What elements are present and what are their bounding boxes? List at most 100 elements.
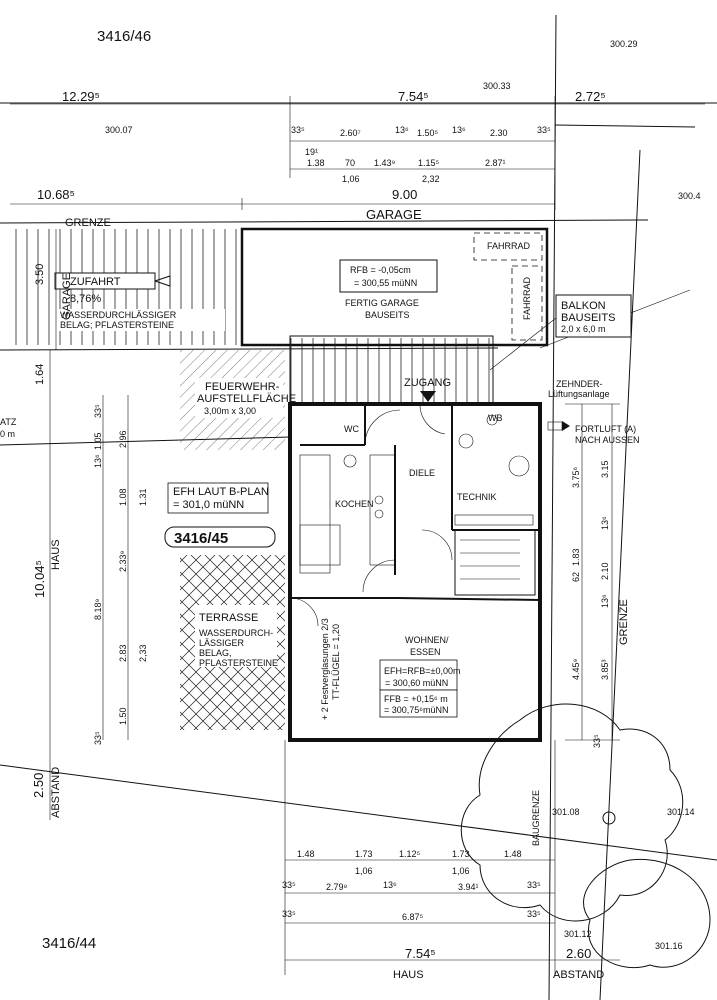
dim-right-210: 2.10	[600, 562, 610, 580]
dim-b4-2: 33⁵	[527, 909, 541, 919]
dim-top-a: 12.29⁵	[62, 89, 100, 104]
dim-top-b: 7.54⁵	[398, 89, 429, 104]
dim-b1-3: 1.73	[452, 849, 470, 859]
festverglasung-label-1: + 2 Festverglasungen 2/3	[320, 618, 330, 720]
efh-bplan-label-2: = 301,0 müNN	[173, 499, 244, 511]
dim-r3-4: 2.87¹	[485, 158, 506, 168]
haus-left-label: HAUS	[50, 539, 62, 570]
abstand-left-label: ABSTAND	[50, 767, 62, 818]
diele-label: DIELE	[409, 468, 435, 478]
festverglasung-label-2: TT-FLÜGEL = 1,20	[331, 624, 341, 700]
dim-r3-2: 1.43⁹	[374, 158, 396, 168]
dim-left-105: 1.05	[93, 432, 103, 450]
boundary-lines	[0, 14, 717, 1000]
dim-r1-1: 2.60⁷	[340, 128, 361, 138]
zufahrt-note-box	[55, 309, 225, 331]
terrace-box	[195, 605, 277, 667]
haus-bottom-label: HAUS	[393, 969, 424, 981]
height-h1: 300.29	[610, 39, 638, 49]
tree-outline-2	[583, 858, 711, 969]
dim-right-445: 4.45⁹	[571, 658, 581, 680]
terrasse-label: TERRASSE	[199, 612, 258, 624]
dim-b2-1: 1,06	[452, 866, 470, 876]
left-dimension-lines	[49, 229, 129, 820]
balkon-box	[555, 294, 632, 338]
dim-left-1004: 10.04⁵	[32, 560, 47, 598]
top-dimensions	[10, 96, 705, 210]
feuer-label-2: AUFSTELLFLÄCHE	[197, 393, 296, 405]
dim-right-375: 3.75⁶	[571, 466, 581, 488]
slope-label: 8,76%	[70, 293, 101, 305]
porch-hatch	[290, 338, 493, 404]
dim-b3-4: 33⁵	[527, 880, 541, 890]
dim-right-136a: 13⁶	[600, 516, 610, 530]
zehnder-label-2: Lüftungsanlage	[548, 389, 610, 399]
dim-r1-6: 33⁵	[537, 125, 551, 135]
height-h2: 300.33	[483, 81, 511, 91]
zufahrt-note-2: BELAG; PFLASTERSTEINE	[60, 320, 174, 330]
dim-left-150: 1.50	[118, 707, 128, 725]
dim-b3-0: 33⁵	[282, 880, 296, 890]
garage-label: GARAGE	[366, 207, 422, 222]
parcel-center: 3416/45	[174, 530, 228, 547]
grenze-label: GRENZE	[65, 217, 111, 229]
dim-r1-0: 33⁵	[291, 125, 305, 135]
dim-r1-4: 13⁶	[452, 125, 466, 135]
fortluft-label-1: FORTLUFT (A)	[575, 424, 636, 434]
dim-left-164: 1.64	[34, 364, 46, 385]
zufahrt-label: ZUFAHRT	[70, 276, 121, 288]
dim-b4-1: 6.87⁵	[402, 912, 424, 922]
dim-r1-2: 13⁶	[395, 125, 409, 135]
dim-left-136: 13⁶	[93, 454, 103, 468]
height-h7: 301.12	[564, 929, 592, 939]
dim-r3-1: 70	[345, 158, 355, 168]
dim-right-62: 62	[571, 572, 581, 582]
dim-b1-1: 1.73	[355, 849, 373, 859]
dim-r2-0: 19¹	[305, 147, 318, 157]
atz-label: ATZ	[0, 417, 17, 427]
height-h6: 301.14	[667, 807, 695, 817]
height-h3: 300.07	[105, 125, 133, 135]
ffb-label-1: FFB = +0,15⁶ m	[384, 694, 448, 704]
tree-marker	[602, 811, 616, 825]
efh-rfb-label-2: = 300,60 müNN	[385, 678, 448, 688]
dim-top-e: 9.00	[392, 187, 417, 202]
fertig-label-1: FERTIG GARAGE	[345, 298, 419, 308]
dim-b2-0: 1,06	[355, 866, 373, 876]
garage-side-label: GARAGE	[61, 273, 73, 320]
dim-right-136b: 13⁶	[600, 594, 610, 608]
dim-r3-3: 1.15⁵	[418, 158, 440, 168]
dim-top-d: 10.68⁵	[37, 187, 75, 202]
dim-b4-0: 33⁵	[282, 909, 296, 919]
dim-left-233: 2.33⁹	[118, 550, 128, 572]
rfb-label-2: = 300,55 müNN	[354, 278, 417, 288]
dim-left-250: 2.50	[31, 773, 46, 798]
fire-area-box	[195, 378, 283, 418]
height-h4: 300.4	[678, 191, 701, 201]
dim-left-350: 3.50	[34, 264, 46, 285]
dim-bottom-total: 7.54⁵	[405, 946, 436, 961]
wb-label: WB	[488, 413, 503, 423]
grenze-right-label: GRENZE	[618, 599, 630, 645]
feuer-label-3: 3,00m x 3,00	[204, 406, 256, 416]
zugang-arrow	[420, 391, 436, 402]
dim-left-233b: 2,33	[138, 644, 148, 662]
dim-r1-3: 1.50⁵	[417, 128, 439, 138]
fahrrad-label-1: FAHRRAD	[487, 241, 531, 251]
efh-bplan-label-1: EFH LAUT B-PLAN	[173, 486, 269, 498]
balkon-label-2: BAUSEITS	[561, 312, 615, 324]
dim-bottom-right: 2.60	[566, 946, 591, 961]
dim-r4-0: 1,06	[342, 174, 360, 184]
fortluft-label-2: NACH AUSSEN	[575, 435, 640, 445]
dim-b3-3: 3.94¹	[458, 882, 479, 892]
terrasse-note-3: BELAG,	[199, 648, 232, 658]
zugang-label: ZUGANG	[404, 377, 451, 389]
efh-rfb-label-1: EFH=RFB=±0,00m	[384, 666, 460, 676]
technik-label: TECHNIK	[457, 492, 497, 502]
terrasse-note-2: LÄSSIGER	[199, 638, 245, 648]
terrasse-note-4: PFLASTERSTEINE	[199, 658, 278, 668]
dim-b3-1: 2.79⁸	[326, 882, 348, 892]
fahrrad-label-2: FAHRRAD	[522, 276, 532, 320]
zehnder-label-1: ZEHNDER-	[556, 379, 603, 389]
